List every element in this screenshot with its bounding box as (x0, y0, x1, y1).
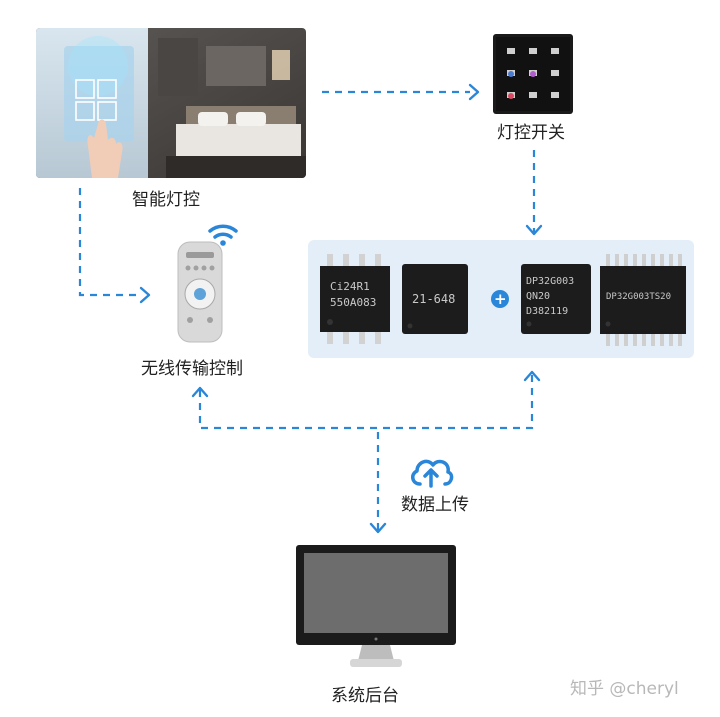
chip1-line1: Ci24R1 (330, 280, 370, 293)
wifi-signal-icon (208, 224, 238, 246)
watermark: 知乎 @cheryl (570, 679, 679, 699)
chip1-line2: 550A083 (330, 296, 377, 309)
data-upload-label: 数据上传 (401, 495, 469, 515)
smart-light-label: 智能灯控 (132, 190, 200, 210)
chip-qfn-2 (521, 264, 591, 334)
chip-qfn (402, 264, 468, 334)
plus-circle-icon (491, 290, 509, 308)
smart-light-photo (36, 28, 306, 178)
hand-touch-panel-photo (36, 28, 306, 178)
chip2-line1: 21-648 (412, 292, 456, 306)
chip-sop8 (320, 254, 390, 344)
backend-label: 系统后台 (331, 686, 399, 706)
arrow-bus (198, 372, 534, 430)
switch-panel-icon (493, 34, 573, 114)
monitor-icon (296, 545, 456, 667)
chip-tssop (600, 254, 686, 346)
arrow-photo-to-remote (78, 188, 140, 297)
chip3-line3: D382119 (526, 306, 569, 317)
chip4-line1: DP32G003TS20 (606, 292, 672, 302)
light-switch-label: 灯控开关 (497, 123, 565, 143)
chip-panel: Ci24R1 550A083 21-648 + DP32G003 QN20 D3… (308, 240, 694, 358)
wireless-label: 无线传输控制 (141, 359, 243, 379)
remote-control-icon (177, 241, 223, 343)
cloud-upload-icon (411, 459, 454, 488)
plus-symbol: + (494, 290, 507, 308)
chip3-line1: DP32G003 (526, 276, 575, 287)
chip3-line2: QN20 (526, 291, 551, 302)
